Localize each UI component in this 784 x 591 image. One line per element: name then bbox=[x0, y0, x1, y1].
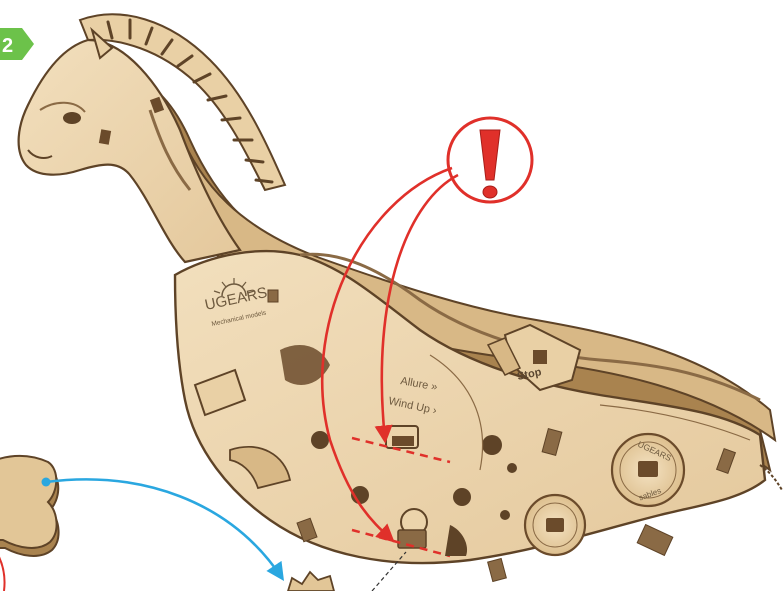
horse-eye bbox=[63, 112, 81, 124]
dial-large: UGEARS sables bbox=[612, 434, 684, 506]
warning-callout bbox=[448, 118, 532, 202]
step-badge: 2 bbox=[0, 28, 34, 60]
step-number: 2 bbox=[2, 35, 13, 57]
bottom-small-part bbox=[288, 572, 334, 591]
horse-body-panel: UGEARS Mechanical models Allure » Wind U… bbox=[175, 251, 765, 581]
detached-part bbox=[0, 456, 59, 591]
dial-small bbox=[525, 495, 585, 555]
